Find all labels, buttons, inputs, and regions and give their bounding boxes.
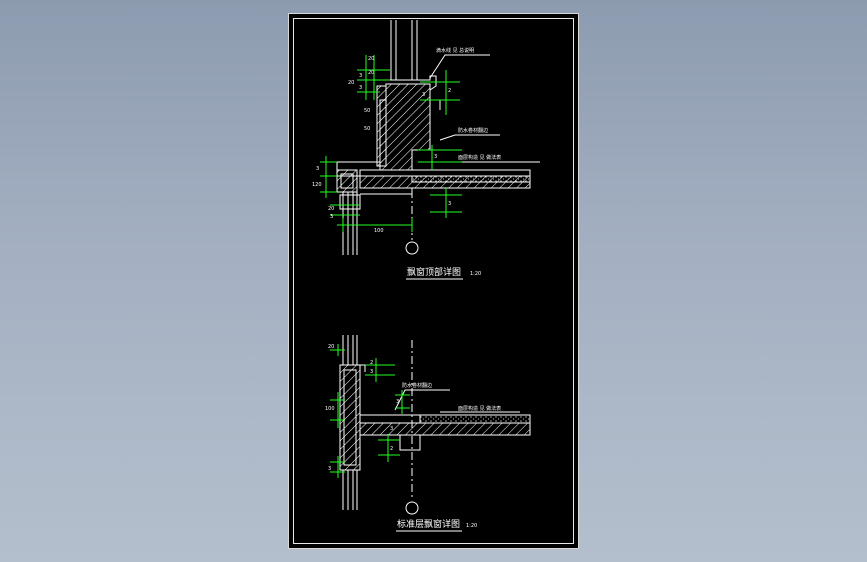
note-waterproof: 防水卷材翻边 [402,382,432,389]
dim-label: 100 [325,406,335,412]
sheet-inner-border [293,18,574,544]
dim-label: 3 [422,92,425,98]
bottom-detail-scale: 1:20 [466,523,477,529]
bottom-detail-title-block: 标准层飘窗详图 1:20 [396,518,477,532]
dim-label: 3 [330,214,333,220]
dim-label: 20 [348,80,354,86]
dim-label: 3 [359,73,362,79]
bottom-detail [339,335,531,515]
dim-label: 3 [370,369,373,375]
dim-label: 2 [370,360,373,366]
dim-label: 3 [396,399,399,405]
bottom-detail-notes: 防水卷材翻边 面层构造 见 做法表 [402,382,501,412]
drawing-sheet [288,13,579,549]
dim-label: 3 [359,85,362,91]
dim-label: 20 [368,56,374,62]
top-detail-title: 飘窗顶部详图 [407,266,461,278]
note-floor: 面层构造 见 做法表 [458,154,501,161]
note-waterproof: 防水卷材翻边 [458,127,488,134]
dim-label: 2 [390,446,393,452]
note-drip-line: 滴水线 见 总说明 [436,47,474,54]
bottom-detail-dimension-text: 20 2 3 100 3 2 3 3 [325,344,399,472]
dim-label: 3 [390,426,393,432]
note-floor: 面层构造 见 做法表 [458,405,501,412]
dim-label: 3 [328,466,331,472]
top-detail-dimension-text: 3 3 20 20 20 2 3 50 50 3 3 3 120 20 3 10… [312,56,451,234]
dim-label: 3 [448,201,451,207]
top-detail-dimensions [320,55,462,232]
dim-label: 3 [316,166,319,172]
top-detail [336,20,540,255]
bottom-detail-dimensions [330,344,410,478]
dim-label: 20 [328,344,334,350]
dim-label: 50 [364,108,370,114]
bottom-detail-title: 标准层飘窗详图 [397,518,460,530]
top-detail-title-block: 飘窗顶部详图 1:20 [406,266,481,280]
dim-label: 2 [448,88,451,94]
dim-label: 120 [312,182,322,188]
top-detail-scale: 1:20 [470,271,481,277]
top-detail-notes: 滴水线 见 总说明 防水卷材翻边 面层构造 见 做法表 [436,47,501,161]
dim-label: 20 [328,206,334,212]
dim-label: 20 [368,70,374,76]
dim-label: 100 [374,228,384,234]
dim-label: 3 [434,154,437,160]
dim-label: 50 [364,126,370,132]
